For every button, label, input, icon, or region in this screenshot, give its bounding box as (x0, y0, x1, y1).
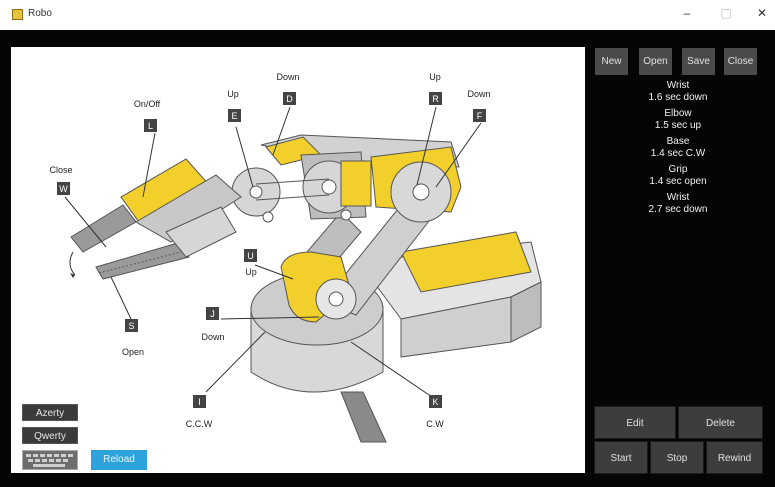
label-cw: C.W (426, 419, 444, 429)
sequence-item[interactable]: Wrist 1.6 sec down (648, 80, 708, 103)
key-labels: L W S E D R F U J I K (57, 92, 486, 408)
sequence-item[interactable]: Wrist 2.7 sec down (648, 192, 708, 215)
arm-gripper (69, 158, 242, 280)
leader-lines (64, 106, 482, 400)
direction-labels: On/Off Close Open Up Down Up Down Up Dow… (49, 72, 490, 429)
key-K: K (432, 397, 438, 407)
keyboard-icon[interactable] (22, 450, 78, 470)
close-file-button[interactable]: Close (724, 48, 757, 75)
key-D: D (286, 94, 293, 104)
maximize-button[interactable]: ▢ (720, 6, 732, 20)
label-close: Close (49, 165, 72, 175)
key-R: R (432, 94, 439, 104)
key-L: L (148, 121, 153, 131)
robot-arm-canvas[interactable]: L W S E D R F U J I K On/Off Close Op (11, 47, 585, 473)
label-up-r: Up (429, 72, 441, 82)
sequence-item[interactable]: Grip 1.4 sec open (649, 164, 707, 187)
label-up-e: Up (227, 89, 239, 99)
start-button[interactable]: Start (594, 441, 648, 474)
qwerty-button[interactable]: Qwerty (22, 427, 78, 444)
stop-button[interactable]: Stop (650, 441, 704, 474)
arm-upper-link (231, 134, 462, 223)
robot-arm-diagram: L W S E D R F U J I K On/Off Close Op (49, 72, 542, 443)
sequence-list[interactable]: Wrist 1.6 sec down Elbow 1.5 sec up Base… (592, 80, 764, 220)
title-bar: Robo – ▢ ✕ (0, 0, 775, 30)
key-J: J (210, 309, 215, 319)
key-E: E (231, 111, 237, 121)
open-button[interactable]: Open (639, 48, 672, 75)
close-window-button[interactable]: ✕ (756, 6, 768, 20)
save-button[interactable]: Save (682, 48, 715, 75)
label-on-off: On/Off (134, 99, 161, 109)
delete-button[interactable]: Delete (678, 406, 763, 439)
rewind-button[interactable]: Rewind (706, 441, 763, 474)
sequence-item[interactable]: Elbow 1.5 sec up (654, 108, 702, 131)
key-U: U (247, 251, 254, 261)
label-open: Open (122, 347, 144, 357)
edit-button[interactable]: Edit (594, 406, 676, 439)
arm-rear-housing (375, 231, 542, 358)
sequence-item[interactable]: Base 1.4 sec C.W (650, 136, 706, 159)
label-down-j: Down (201, 332, 224, 342)
app-icon (12, 9, 23, 20)
key-W: W (59, 184, 68, 194)
window-title: Robo (28, 8, 52, 19)
label-ccw: C.C.W (186, 419, 213, 429)
minimize-button[interactable]: – (683, 6, 691, 20)
azerty-button[interactable]: Azerty (22, 404, 78, 421)
key-I: I (198, 397, 201, 407)
key-F: F (477, 111, 483, 121)
label-down-d: Down (276, 72, 299, 82)
label-up-u: Up (245, 267, 257, 277)
label-down-f: Down (467, 89, 490, 99)
key-S: S (128, 321, 134, 331)
new-button[interactable]: New (595, 48, 628, 75)
reload-button[interactable]: Reload (91, 450, 147, 470)
arm-lower-link (280, 198, 437, 323)
